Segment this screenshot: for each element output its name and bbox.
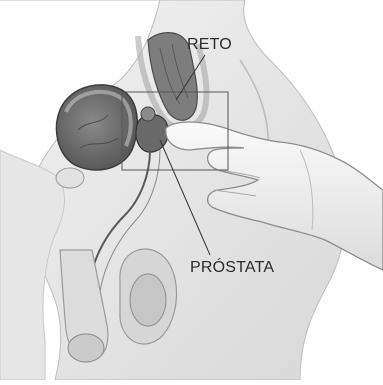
bladder: [56, 85, 137, 170]
testicle: [130, 274, 166, 326]
pubic-bone: [56, 168, 84, 188]
seminal-vesicle: [141, 107, 155, 121]
glans: [68, 334, 104, 362]
label-reto: RETO: [187, 36, 232, 54]
label-prostata: PRÓSTATA: [190, 259, 274, 277]
